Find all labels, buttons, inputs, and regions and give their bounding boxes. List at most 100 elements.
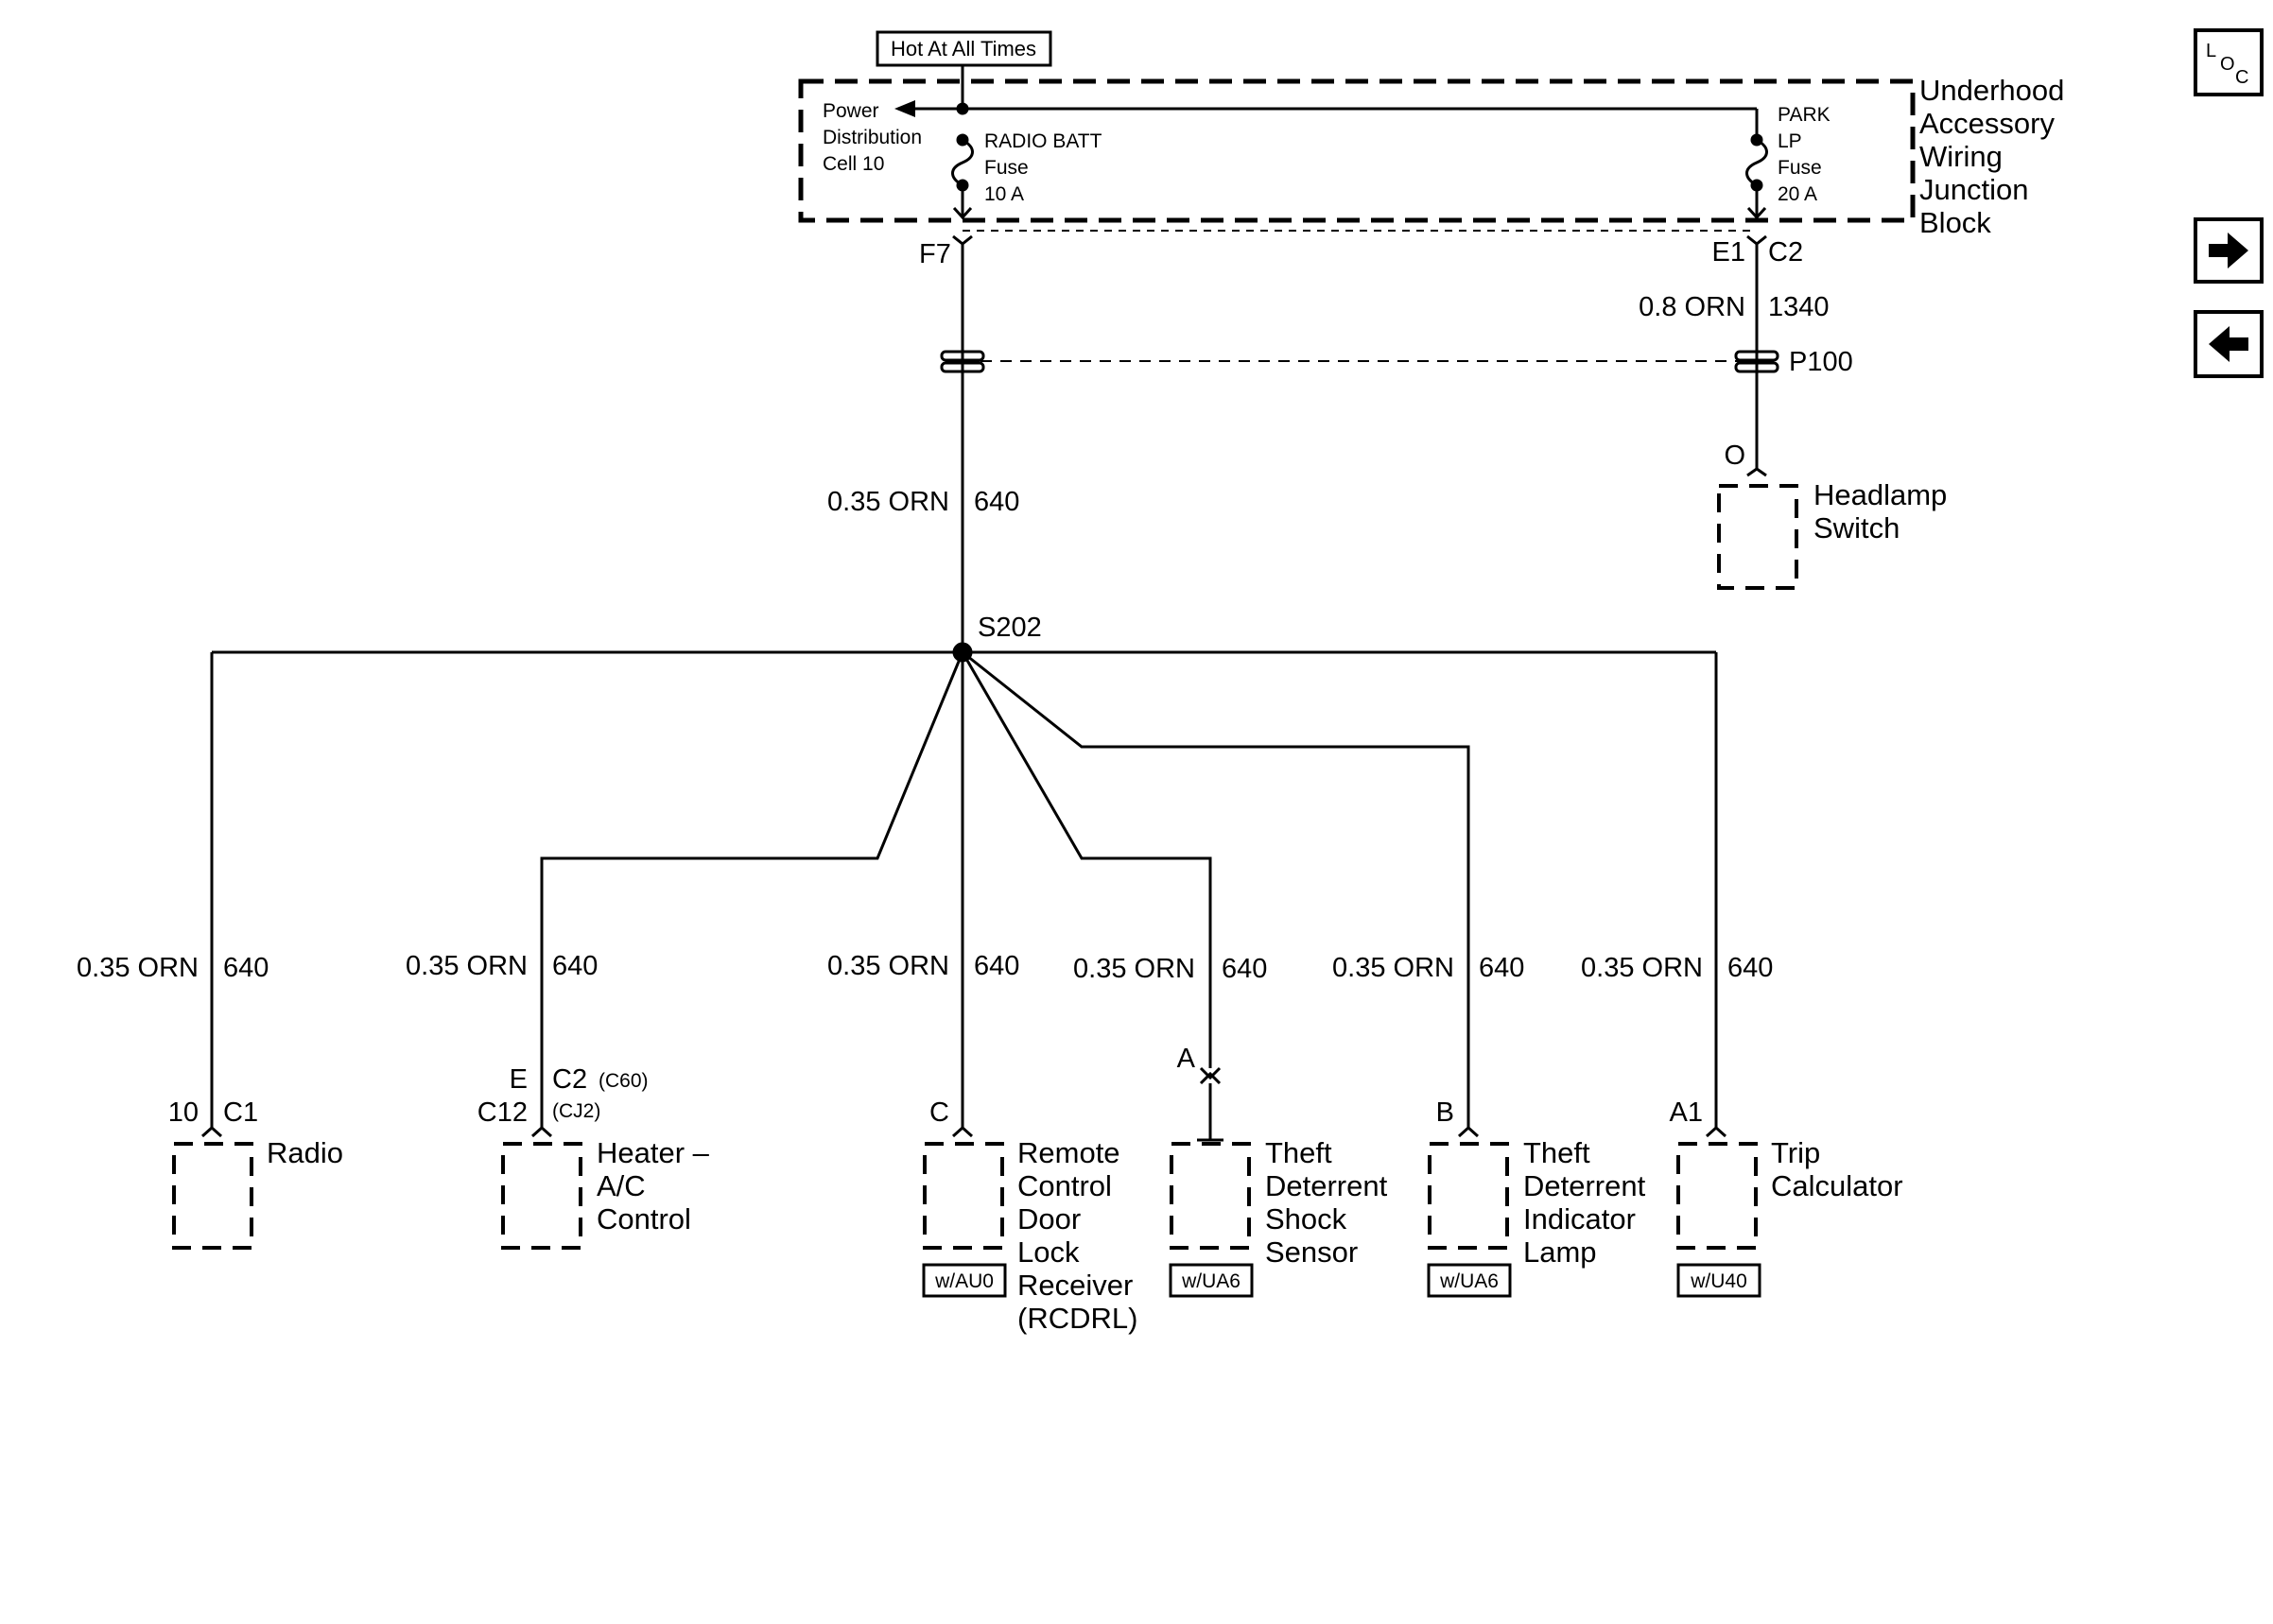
option-tag-box-0 [922, 1263, 1007, 1298]
right-feed-connector: C2 [1768, 237, 1803, 268]
loc-letter-c: C [2235, 67, 2248, 88]
heater-connector-note: (C60) [599, 1070, 649, 1092]
option-tag-box-3 [1676, 1263, 1761, 1298]
svg-text:Deterrent: Deterrent [1523, 1169, 1646, 1202]
svg-text:Underhood: Underhood [1919, 74, 2064, 107]
rcdrl-box [923, 1142, 1004, 1250]
loc-letter-l: L [2206, 41, 2216, 61]
indicator-lamp-box [1428, 1142, 1509, 1250]
right-arrow-icon [2209, 233, 2248, 268]
park-lp-fuse-label: PARK LP Fuse 20 A [1778, 104, 1831, 205]
branch-wire: 0.35 ORN [1073, 954, 1195, 984]
s202-label: S202 [978, 613, 1042, 643]
svg-text:Power: Power [823, 100, 879, 122]
svg-text:Heater –: Heater – [597, 1136, 710, 1169]
svg-text:Accessory: Accessory [1919, 107, 2055, 140]
headlamp-switch-label: Headlamp Switch [1813, 478, 1947, 544]
branch-wire: 0.35 ORN [1581, 953, 1703, 983]
heater-pin: E [510, 1064, 528, 1095]
svg-text:Receiver: Receiver [1017, 1269, 1133, 1302]
indicator-lamp-label: Theft Deterrent Indicator Lamp [1523, 1136, 1646, 1269]
svg-text:Calculator: Calculator [1771, 1169, 1903, 1202]
option-tag: w/UA6 [1439, 1270, 1499, 1292]
svg-text:Indicator: Indicator [1523, 1202, 1636, 1235]
branch-wire: 0.35 ORN [406, 951, 528, 981]
heater-box [501, 1142, 582, 1250]
heater-pin-2: C12 [477, 1097, 528, 1128]
branch-wire: 0.35 ORN [827, 951, 949, 981]
option-tag: w/U40 [1690, 1270, 1747, 1292]
trip-calculator-label: Trip Calculator [1771, 1136, 1903, 1202]
junction-block-outline [798, 78, 1916, 223]
svg-text:Distribution: Distribution [823, 127, 922, 148]
option-tag-box-2 [1427, 1263, 1512, 1298]
right-feed-circuit: 1340 [1768, 292, 1830, 322]
svg-text:Fuse: Fuse [984, 157, 1029, 179]
svg-text:Radio: Radio [267, 1136, 343, 1169]
headlamp-switch-box [1717, 484, 1798, 590]
svg-text:Trip: Trip [1771, 1136, 1820, 1169]
svg-text:Shock: Shock [1265, 1202, 1347, 1235]
branch-circuit: 640 [1222, 954, 1267, 984]
svg-text:(RCDRL): (RCDRL) [1017, 1302, 1137, 1335]
svg-text:Wiring: Wiring [1919, 140, 2003, 173]
trip-calc-box [1676, 1142, 1758, 1250]
trip-calc-pin: A1 [1670, 1097, 1703, 1128]
junction-block-name: Underhood Accessory Wiring Junction Bloc… [1919, 74, 2064, 239]
svg-text:Headlamp: Headlamp [1813, 478, 1947, 511]
shock-sensor-pin: A [1177, 1044, 1196, 1074]
svg-text:Lamp: Lamp [1523, 1235, 1597, 1269]
radio-box [172, 1142, 253, 1250]
svg-text:Junction: Junction [1919, 173, 2028, 206]
indicator-lamp-pin: B [1436, 1097, 1454, 1128]
rcdrl-pin: C [929, 1097, 949, 1128]
headlamp-pin: O [1724, 441, 1745, 471]
svg-text:Lock: Lock [1017, 1235, 1080, 1269]
svg-text:LP: LP [1778, 130, 1802, 152]
previous-page-button[interactable] [2194, 310, 2264, 378]
svg-text:Control: Control [597, 1202, 691, 1235]
svg-text:Cell 10: Cell 10 [823, 153, 884, 175]
option-tag: w/AU0 [934, 1270, 994, 1292]
svg-text:Theft: Theft [1265, 1136, 1332, 1169]
svg-text:Door: Door [1017, 1202, 1081, 1235]
svg-text:Switch: Switch [1813, 511, 1900, 544]
heater-connector-note-2: (CJ2) [552, 1100, 600, 1122]
branch-circuit: 640 [1727, 953, 1773, 983]
left-arrow-icon [2209, 326, 2248, 362]
heater-connector: C2 [552, 1064, 587, 1095]
radio-label: Radio [267, 1136, 343, 1169]
branch-wire: 0.35 ORN [77, 953, 199, 983]
svg-text:Deterrent: Deterrent [1265, 1169, 1388, 1202]
right-feed-wire: 0.8 ORN [1639, 292, 1745, 322]
branch-circuit: 640 [1479, 953, 1524, 983]
svg-text:20 A: 20 A [1778, 183, 1817, 205]
svg-text:Theft: Theft [1523, 1136, 1590, 1169]
shock-sensor-box [1170, 1142, 1251, 1250]
svg-text:Control: Control [1017, 1169, 1112, 1202]
radio-connector: C1 [223, 1097, 258, 1128]
shock-sensor-label: Theft Deterrent Shock Sensor [1265, 1136, 1388, 1269]
left-feed-pin: F7 [919, 239, 951, 269]
branch-circuit: 640 [223, 953, 269, 983]
svg-text:A/C: A/C [597, 1169, 646, 1202]
branch-circuit: 640 [552, 951, 598, 981]
svg-text:PARK: PARK [1778, 104, 1831, 126]
rcdrl-label: Remote Control Door Lock Receiver (RCDRL… [1017, 1136, 1137, 1335]
svg-text:RADIO BATT: RADIO BATT [984, 130, 1102, 152]
svg-text:Block: Block [1919, 206, 1991, 239]
branch-wire: 0.35 ORN [1332, 953, 1454, 983]
svg-text:Sensor: Sensor [1265, 1235, 1358, 1269]
option-tag-box-1 [1169, 1263, 1254, 1298]
loc-button[interactable]: L O C [2194, 28, 2264, 96]
next-page-button[interactable] [2194, 217, 2264, 284]
option-tag: w/UA6 [1181, 1270, 1241, 1292]
loc-letter-o: O [2220, 54, 2235, 75]
svg-text:Remote: Remote [1017, 1136, 1120, 1169]
power-distribution-label: Power Distribution Cell 10 [823, 100, 922, 175]
left-feed-wire: 0.35 ORN [827, 487, 949, 517]
branch-circuit: 640 [974, 951, 1019, 981]
heater-ac-control-label: Heater – A/C Control [597, 1136, 710, 1235]
radio-batt-fuse-label: RADIO BATT Fuse 10 A [984, 130, 1102, 205]
